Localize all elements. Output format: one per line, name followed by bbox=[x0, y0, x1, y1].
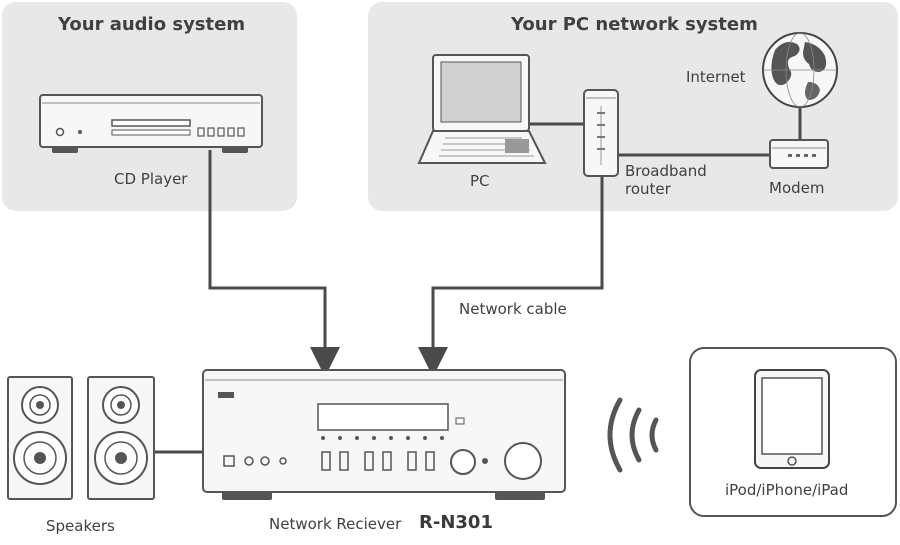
cd-player-icon bbox=[39, 94, 263, 153]
network-cable-label: Network cable bbox=[459, 300, 567, 318]
laptop-icon bbox=[417, 54, 547, 164]
audio-system-title: Your audio system bbox=[58, 14, 246, 35]
pc-label: PC bbox=[470, 172, 490, 190]
speakers-label: Speakers bbox=[46, 517, 115, 535]
tablet-icon bbox=[754, 369, 830, 469]
pc-network-title: Your PC network system bbox=[511, 14, 758, 35]
receiver-name-label: Network Reciever bbox=[269, 515, 402, 533]
cd-player-label: CD Player bbox=[114, 170, 188, 188]
wireless-waves-icon bbox=[607, 397, 659, 473]
receiver-icon bbox=[202, 369, 566, 500]
modem-icon bbox=[769, 139, 829, 169]
modem-label: Modem bbox=[769, 179, 825, 197]
cd-to-receiver-cable bbox=[208, 150, 340, 377]
router-label-line2: router bbox=[625, 180, 671, 198]
internet-label: Internet bbox=[686, 68, 746, 86]
router-label-line1: Broadband bbox=[625, 162, 707, 180]
network-cable bbox=[418, 176, 604, 377]
router-icon bbox=[583, 89, 619, 177]
receiver-model-label: R-N301 bbox=[419, 512, 493, 533]
ipod-label: iPod/iPhone/iPad bbox=[725, 481, 849, 499]
speaker-icon bbox=[87, 376, 155, 500]
globe-icon bbox=[762, 32, 838, 108]
speaker-icon bbox=[7, 376, 73, 500]
